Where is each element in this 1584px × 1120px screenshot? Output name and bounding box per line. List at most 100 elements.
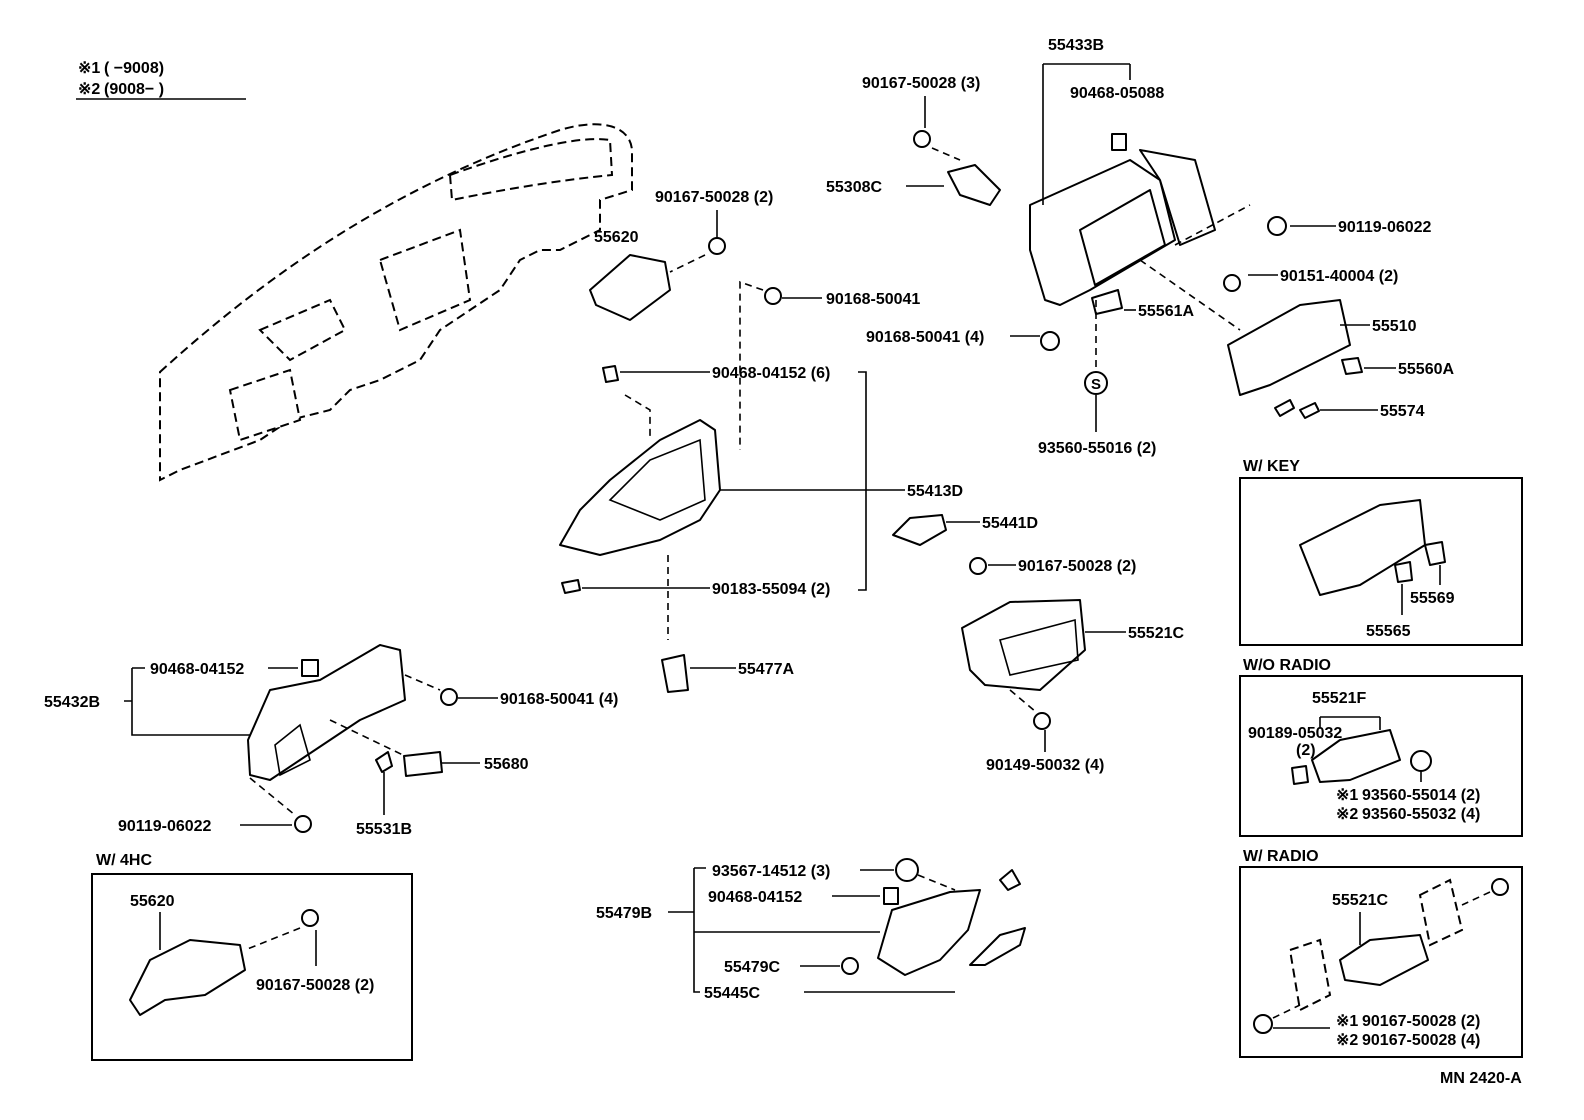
label-90168-50041: 90168-50041 [826, 291, 920, 308]
part-55477A[interactable] [661, 654, 689, 693]
clip-90468-04152-b[interactable] [883, 887, 899, 905]
box-w-key [1239, 477, 1523, 646]
label-93560-55032: 93560-55032 (4) [1362, 806, 1480, 823]
clip-90468-04152-l[interactable] [301, 659, 319, 677]
screw-90119-06022-l[interactable] [294, 815, 312, 833]
bolt-90167-50028-3[interactable] [913, 130, 931, 148]
label-90167-50028-2a: 90167-50028 (2) [655, 189, 773, 206]
bolt-radio-bottom[interactable] [1253, 1014, 1273, 1034]
drawing-code: MN 2420-A [1440, 1070, 1522, 1087]
clip-90468-05088[interactable] [1111, 133, 1127, 151]
label-55477A: 55477A [738, 661, 794, 678]
dash-line [624, 394, 651, 440]
symbol-s-93567-14512 [895, 858, 919, 882]
part-55413D[interactable] [559, 419, 721, 556]
part-55510-glove-box[interactable] [1227, 299, 1351, 396]
part-55521C-radio[interactable] [1339, 934, 1429, 986]
dash-line [249, 777, 296, 816]
part-55620[interactable] [589, 254, 671, 321]
bracket-55308C[interactable] [947, 164, 1001, 206]
dash-line [1461, 891, 1491, 906]
label-90119-06022-l: 90119-06022 [118, 818, 212, 835]
box-title-w-4hc: W/ 4HC [96, 852, 152, 869]
part-55479B[interactable] [877, 889, 981, 976]
label-55479B: 55479B [596, 905, 652, 922]
dash-line [931, 147, 961, 161]
box-w-radio [1239, 866, 1523, 1058]
dash-line [1009, 689, 1037, 713]
bolt-90119-06022-r[interactable] [1267, 216, 1287, 236]
part-55521F[interactable] [1311, 729, 1401, 783]
clip-90468-04152-6[interactable] [602, 365, 619, 383]
part-90189-05032[interactable] [1291, 765, 1309, 785]
part-55433B-glove-box-door[interactable] [1029, 149, 1216, 306]
part-55521C[interactable] [961, 599, 1086, 691]
dash-line [329, 719, 406, 757]
part-55569[interactable] [1424, 541, 1446, 566]
part-55445C[interactable] [969, 927, 1026, 966]
part-55479C[interactable] [841, 957, 859, 975]
bolt-90167-50028-2b[interactable] [969, 557, 987, 575]
bolt-90167-50028-2c[interactable] [301, 909, 319, 927]
legend-text-1: ( −9008) [104, 60, 164, 77]
label-90189-qty: (2) [1296, 742, 1316, 759]
part-55561A[interactable] [1091, 289, 1123, 315]
label-93567-14512: 93567-14512 (3) [712, 863, 830, 880]
legend-text-2: (9008− ) [104, 81, 164, 98]
box-w-4hc [91, 873, 413, 1061]
label-90167-50028-3: 90167-50028 (3) [862, 75, 980, 92]
dash-line [244, 927, 301, 951]
dash-line [1139, 259, 1241, 331]
label-90167-50028-2c: 90167-50028 (2) [256, 977, 374, 994]
dash-line [669, 254, 706, 273]
label-55521F: 55521F [1312, 690, 1366, 707]
part-55620-4hc[interactable] [129, 939, 246, 1016]
screw-90151-40004[interactable] [1223, 274, 1241, 292]
label-93560-55016: 93560-55016 (2) [1038, 440, 1156, 457]
label-55531B: 55531B [356, 821, 412, 838]
legend-mark-1: ※1 [78, 60, 100, 77]
part-55432B[interactable] [247, 644, 406, 781]
label-90468-04152-b: 90468-04152 [708, 889, 802, 906]
label-90119-06022-r: 90119-06022 [1338, 219, 1432, 236]
part-55531B[interactable] [375, 751, 393, 773]
label-90151-40004: 90151-40004 (2) [1280, 268, 1398, 285]
dash-line [917, 874, 956, 891]
bolt-90149-50032[interactable] [1033, 712, 1051, 730]
s-mark: S [1091, 376, 1101, 393]
label-93560-55014-mark: ※1 [1336, 787, 1358, 804]
bolt-90167-50028-2a[interactable] [708, 237, 726, 255]
part-55560A[interactable] [1341, 357, 1363, 375]
part-55680[interactable] [403, 751, 443, 777]
part-55441D[interactable] [892, 514, 947, 546]
bolt-90168-50041[interactable] [764, 287, 782, 305]
label-55565: 55565 [1366, 623, 1411, 640]
label-55433B: 55433B [1048, 37, 1104, 54]
symbol-s-93560-55016 [1084, 371, 1108, 395]
part-55574-b[interactable] [1299, 402, 1320, 419]
part-55565[interactable] [1394, 561, 1413, 583]
bolt-90168-50041-4l[interactable] [440, 688, 458, 706]
label-55432B: 55432B [44, 694, 100, 711]
label-90167-50028-s1: 90167-50028 (2) [1362, 1013, 1480, 1030]
label-55521C-radio: 55521C [1332, 892, 1388, 909]
label-90167-50028-s2: 90167-50028 (4) [1362, 1032, 1480, 1049]
part-90183-55094[interactable] [561, 579, 581, 594]
leader-line [1319, 716, 1381, 730]
box-title-wo-radio: W/O RADIO [1243, 657, 1331, 674]
part-55574-a[interactable] [1274, 399, 1295, 417]
dash-line [1272, 1004, 1301, 1019]
label-90468-04152-6: 90468-04152 (6) [712, 365, 830, 382]
label-55445C: 55445C [704, 985, 760, 1002]
bolt-radio-top[interactable] [1491, 878, 1509, 896]
clip-55479B-top[interactable] [999, 869, 1021, 891]
dash-line [1174, 204, 1251, 246]
label-55479C: 55479C [724, 959, 780, 976]
label-55308C: 55308C [826, 179, 882, 196]
part-line [608, 438, 706, 521]
legend-mark-2: ※2 [78, 81, 100, 98]
label-55620: 55620 [594, 229, 639, 246]
bolt-90168-50041-4r[interactable] [1040, 331, 1060, 351]
part-line [274, 723, 311, 777]
